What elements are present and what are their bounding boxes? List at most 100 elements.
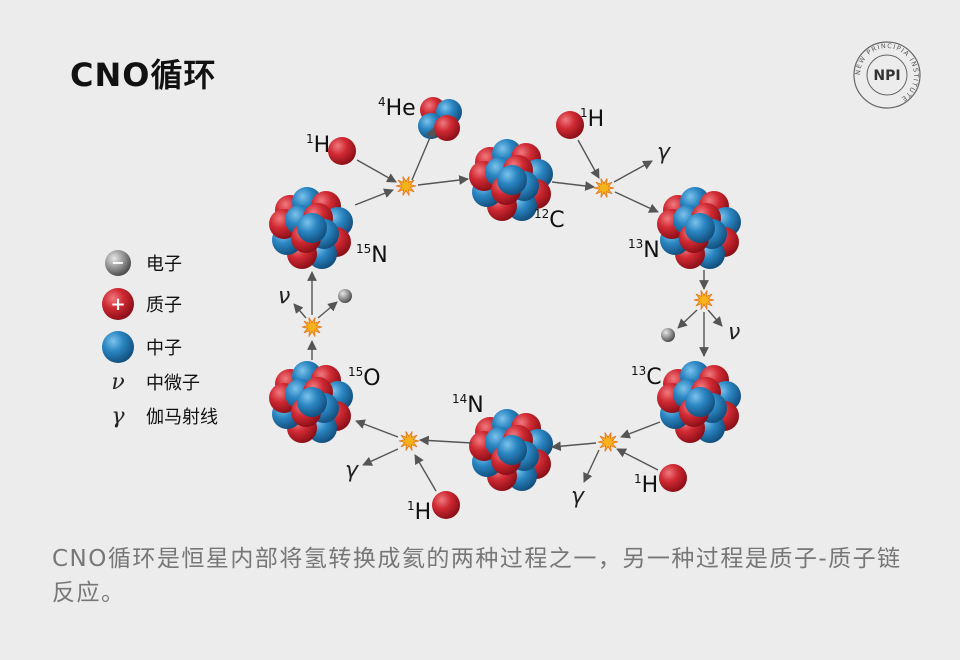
arrow-n15-to-flash: [354, 188, 394, 206]
helium-4-nucleus: [418, 97, 462, 141]
legend-label-neutron: 中子: [146, 338, 182, 359]
label-hydrogen-1-mass: 1: [306, 132, 314, 146]
label-n15-element: N: [371, 243, 387, 268]
arrow-h-to-flash-1: [356, 159, 397, 183]
label-n15: 15N: [356, 242, 388, 268]
label-he4: 4He: [378, 95, 416, 121]
label-hydrogen-4-element: H: [415, 500, 432, 525]
label-c12-element: C: [549, 208, 564, 233]
arrow-flash-to-particle-1: [677, 309, 698, 329]
carbon-13-nucleus: [657, 361, 741, 443]
electron-sign: −: [111, 253, 124, 272]
legend-item-gamma: γ 伽马射线: [98, 403, 218, 429]
label-n14: 14N: [452, 392, 484, 418]
label-n15-mass: 15: [356, 242, 371, 256]
label-he4-mass: 4: [378, 95, 386, 109]
neutrino-label-2: ν: [278, 284, 290, 309]
arrow-flash-to-n13: [614, 191, 659, 213]
arrow-n14-to-flash: [419, 435, 473, 446]
label-hydrogen-3-mass: 1: [634, 472, 642, 486]
page-title: CNO循环: [70, 56, 217, 94]
nitrogen-14-nucleus: [469, 409, 553, 491]
legend-label-electron: 电子: [146, 254, 182, 275]
arrow-flash-to-gamma-2: [583, 449, 600, 483]
label-hydrogen-3-element: H: [642, 473, 659, 498]
npi-logo: NEW PRINCIPIA INSTITUTE NPI: [853, 41, 921, 109]
arrow-flash-to-neutrino-1: [707, 309, 723, 327]
legend-item-neutron: 中子: [98, 327, 182, 367]
legend-label-neutrino: 中微子: [146, 373, 200, 394]
reaction-flash-icon: [398, 431, 420, 451]
label-hydrogen-1-element: H: [314, 133, 331, 158]
arrow-flash-to-c12: [417, 175, 469, 186]
label-hydrogen-2: 1H: [580, 106, 604, 132]
neutron-sphere: [685, 387, 715, 417]
gamma-symbol: γ: [111, 403, 125, 429]
arrow-c13-to-flash: [620, 421, 661, 439]
logo-text: NPI: [873, 68, 900, 84]
label-c12-mass: 12: [534, 207, 549, 221]
legend-label-proton: 质子: [146, 295, 182, 316]
arrow-h-to-flash-4: [414, 454, 437, 492]
carbon-12-nucleus: [469, 139, 553, 221]
label-o15-mass: 15: [348, 365, 363, 379]
label-he4-element: He: [386, 96, 416, 121]
label-n14-mass: 14: [452, 392, 467, 406]
label-c12: 12C: [534, 207, 565, 233]
emitted-particle-1: [661, 328, 675, 342]
neutrino-symbol: ν: [111, 369, 125, 395]
caption-text: CNO循环是恒星内部将氢转换成氦的两种过程之一，另一种过程是质子-质子链反应。: [52, 546, 902, 606]
arrow-flash-to-gamma-1: [613, 160, 653, 183]
label-hydrogen-1: 1H: [306, 132, 330, 158]
arrow-flash-to-gamma-3: [362, 448, 399, 466]
reaction-flash-icon: [693, 290, 715, 310]
reaction-flash-icon: [593, 178, 615, 198]
gamma-label-1: γ: [657, 140, 671, 165]
cno-cycle-diagram: 4He 12C 13N 13C 14N 15O 15N 1H 1H 1H: [269, 95, 741, 525]
hydrogen-proton-3: [659, 464, 687, 492]
label-c13-mass: 13: [631, 364, 646, 378]
legend-label-gamma: 伽马射线: [146, 407, 218, 428]
oxygen-15-nucleus: [269, 361, 353, 443]
label-n13-element: N: [643, 238, 659, 263]
emitted-particle-2: [338, 289, 352, 303]
label-o15-element: O: [363, 366, 380, 391]
neutron-icon: [102, 331, 134, 363]
neutron-sphere: [497, 165, 527, 195]
reaction-flash-icon: [597, 432, 619, 452]
label-n13-mass: 13: [628, 237, 643, 251]
label-hydrogen-2-mass: 1: [580, 106, 588, 120]
proton-icon: +: [102, 288, 134, 320]
electron-icon: −: [105, 250, 131, 276]
label-o15: 15O: [348, 365, 381, 391]
neutron-sphere: [685, 213, 715, 243]
arrow-h-to-flash-2: [577, 139, 600, 179]
label-n14-element: N: [467, 393, 483, 418]
label-c13-element: C: [646, 365, 661, 390]
label-hydrogen-4-mass: 1: [407, 499, 415, 513]
label-c13: 13C: [631, 364, 662, 390]
label-hydrogen-3: 1H: [634, 472, 658, 498]
legend-item-proton: + 质子: [98, 284, 182, 324]
hydrogen-proton-2: [556, 111, 584, 139]
neutron-sphere: [497, 435, 527, 465]
proton-sphere: [434, 115, 460, 141]
gamma-label-3: γ: [345, 458, 359, 483]
arrow-flash-to-particle-2: [317, 301, 338, 319]
arrow-h-to-flash-3: [616, 448, 659, 471]
legend-item-neutrino: ν 中微子: [98, 369, 200, 395]
neutron-sphere: [297, 213, 327, 243]
neutron-sphere: [297, 387, 327, 417]
arrow-flash-to-o15: [355, 419, 399, 438]
arrow-flash-to-neutrino-2: [293, 303, 307, 319]
arrow-flash-to-n14: [551, 441, 597, 452]
nitrogen-15-nucleus: [269, 187, 353, 269]
reaction-flash-icon: [395, 176, 417, 196]
neutrino-label-1: ν: [728, 320, 740, 345]
label-hydrogen-4: 1H: [407, 499, 431, 525]
hydrogen-proton-1: [328, 137, 356, 165]
arrow-c12-to-flash: [551, 181, 595, 191]
proton-sign: +: [110, 294, 125, 315]
label-n13: 13N: [628, 237, 660, 263]
